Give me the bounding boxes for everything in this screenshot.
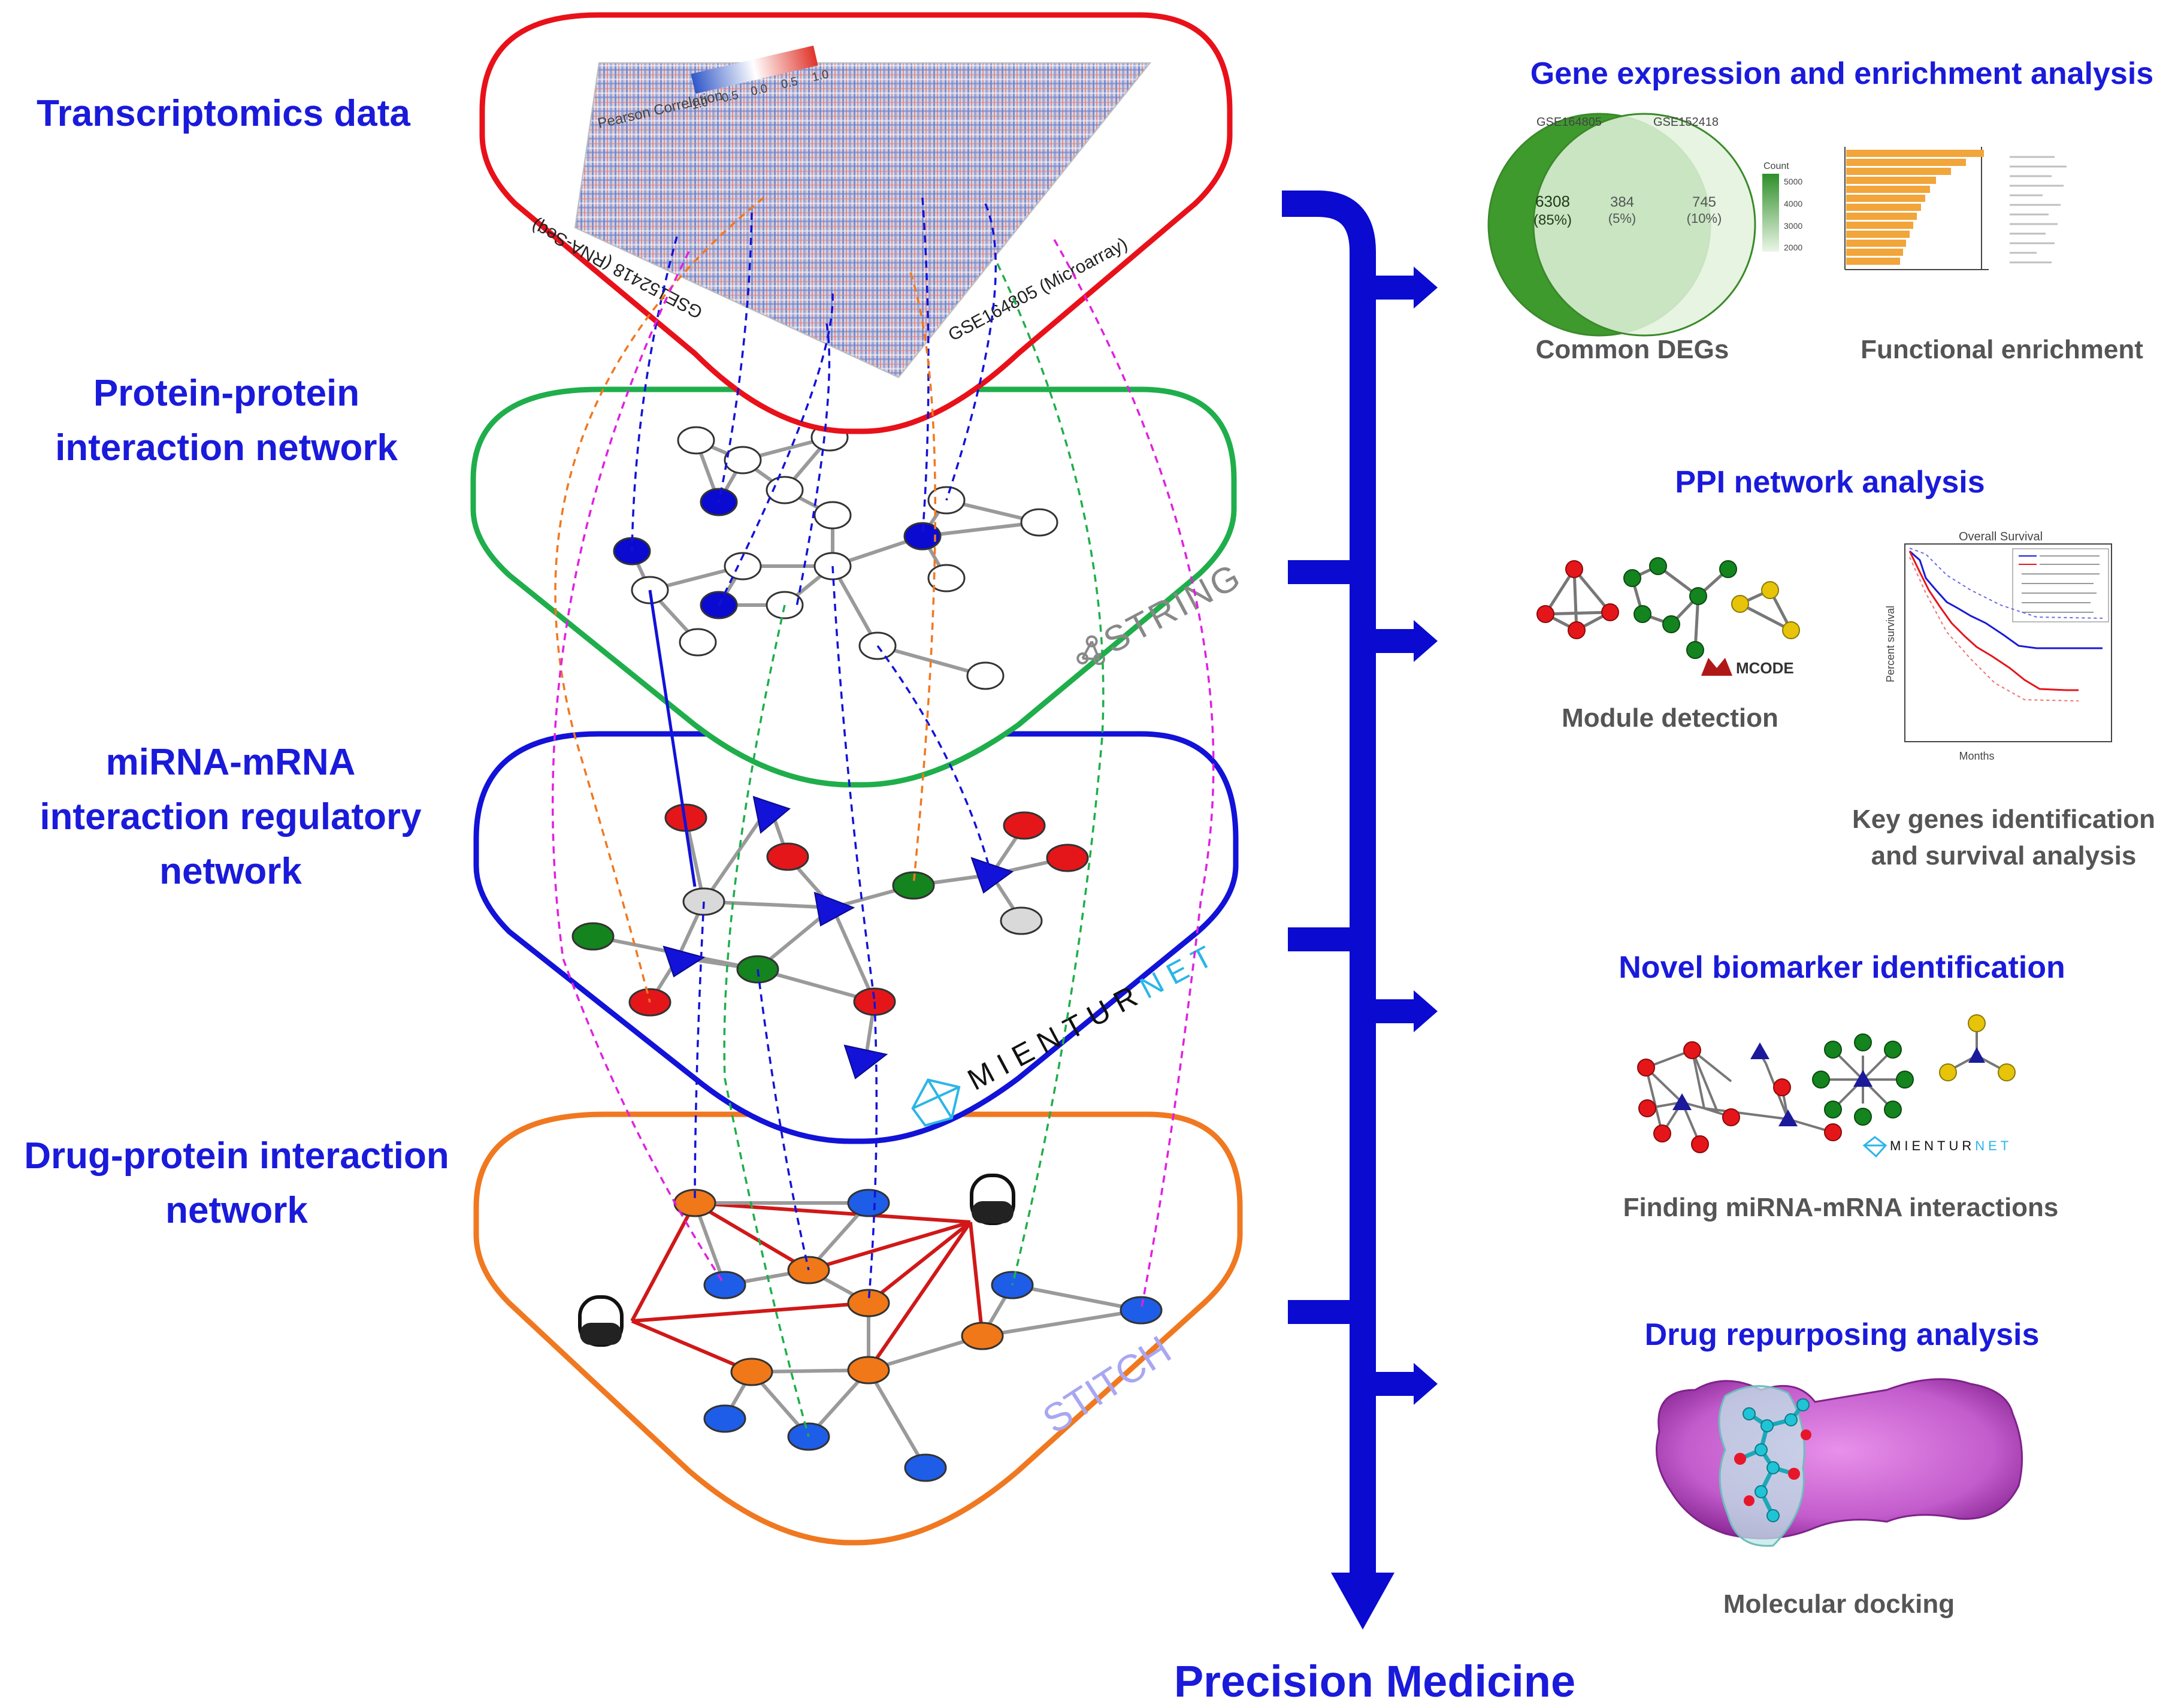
venn-scale-title: Count: [1763, 161, 1789, 171]
mcode-logo: MCODE: [1701, 658, 1794, 677]
layer-transcriptomics: Pearson Correlation -1.0 -0.5 0.0 0.5 1.…: [479, 12, 1233, 434]
mcode-logo-icon: [1701, 658, 1732, 676]
venn-mid-count: 384: [1610, 194, 1634, 210]
venn-mid-pct: (5%): [1608, 211, 1636, 226]
precision-medicine-title: Precision Medicine: [1174, 1656, 1575, 1706]
biomarker-mienturnet-logo: MIENTURNET: [1862, 1136, 2012, 1158]
mienturnet-logo-icon: [911, 1078, 961, 1127]
venn-left-pct: (85%): [1533, 212, 1572, 228]
venn-left-set-label: GSE164805: [1536, 116, 1602, 129]
layer-mienturnet: MIENTURNET: [473, 731, 1239, 1144]
module-green: [1623, 557, 1737, 659]
caption-key-genes-line1: Key genes identification: [1852, 805, 2155, 834]
label-transcriptomics: Transcriptomics data: [37, 93, 410, 134]
survival-xlabel: Months: [1959, 750, 1994, 762]
mcode-logo-text: MCODE: [1736, 659, 1794, 677]
venn-diagram: GSE164805 GSE152418 6308 (85%) 384 (5%) …: [1487, 113, 1802, 337]
venn-right-set-label: GSE152418: [1653, 116, 1719, 129]
cross-layer-connectors: [551, 197, 1215, 1437]
caption-key-genes-line2: and survival analysis: [1871, 841, 2137, 870]
heatmap-legend-bar: [691, 46, 818, 94]
venn-right-pct: (10%): [1687, 211, 1722, 226]
layer-string: STRING: [470, 386, 1248, 788]
biomarker-mirna-triangles: [1672, 1042, 1985, 1126]
layer-string-frame: [470, 386, 1237, 788]
drug-capsule-icon: [970, 1174, 1015, 1225]
string-logo-icon: [1076, 635, 1105, 666]
section-ppi-analysis: PPI network analysis: [1536, 465, 2155, 870]
biomarker-mrna-nodes: [1637, 1041, 1842, 1153]
biomarker-mienturnet-logo-text: MIENTURNET: [1890, 1138, 2012, 1153]
section-gene-expression-title: Gene expression and enrichment analysis: [1530, 56, 2153, 91]
survival-ylabel: Percent survival: [1884, 606, 1896, 682]
caption-functional-enrichment: Functional enrichment: [1861, 335, 2143, 364]
venn-right-count: 745: [1692, 194, 1716, 210]
module-red: [1536, 560, 1619, 639]
direct-link: [648, 590, 697, 887]
section-biomarker: Novel biomarker identification: [1619, 950, 2065, 1222]
string-nodes: [613, 423, 1058, 690]
biomarker-yellow-nodes: [1939, 1014, 2016, 1081]
section-drug-repurposing: Drug repurposing analysis Molecular dock: [1645, 1317, 2040, 1619]
caption-molecular-docking: Molecular docking: [1723, 1589, 1955, 1619]
section-biomarker-title: Novel biomarker identification: [1619, 950, 2065, 985]
venn-color-scale: [1762, 174, 1779, 252]
stitch-nodes: [673, 1189, 1163, 1482]
module-yellow: [1731, 581, 1800, 639]
label-mirna-line3: network: [159, 851, 302, 892]
drug-capsule-icon: [578, 1295, 624, 1347]
label-drug-line1: Drug-protein interaction: [24, 1135, 449, 1177]
survival-plot: Overall Survival Percent survival Months: [1884, 530, 2112, 762]
survival-title: Overall Survival: [1959, 530, 2043, 543]
layer-mienturnet-frame: [473, 731, 1239, 1144]
section-gene-expression: Gene expression and enrichment analysis …: [1487, 56, 2153, 364]
venn-scale-tick: 5000: [1784, 177, 1802, 186]
section-drug-title: Drug repurposing analysis: [1645, 1317, 2040, 1352]
biomarker-green-nodes: [1812, 1033, 1914, 1126]
biomarker-mienturnet-logo-icon: [1862, 1136, 1887, 1158]
label-ppi-line2: interaction network: [55, 427, 398, 468]
caption-mirna-mrna: Finding miRNA-mRNA interactions: [1623, 1193, 2059, 1222]
venn-scale-tick: 4000: [1784, 199, 1802, 208]
caption-common-degs: Common DEGs: [1536, 335, 1729, 364]
drug-edges: [630, 1201, 984, 1374]
enrichment-bar-chart: [1844, 147, 2067, 270]
layer-stitch-frame: [473, 1111, 1243, 1546]
label-drug-line2: network: [165, 1190, 308, 1231]
caption-module-detection: Module detection: [1562, 703, 1778, 733]
section-ppi-title: PPI network analysis: [1675, 465, 1985, 500]
left-labels: Transcriptomics data Protein-protein int…: [24, 93, 449, 1231]
venn-scale-tick: 3000: [1784, 221, 1802, 231]
label-ppi-line1: Protein-protein: [93, 373, 359, 414]
molecular-docking-image: [1656, 1378, 2023, 1547]
venn-left-count: 6308: [1535, 192, 1570, 210]
label-mirna-line1: miRNA-mRNA: [106, 742, 356, 783]
main-flow-arrow: [1282, 191, 1438, 1630]
layer-stitch: STITCH: [473, 1111, 1243, 1546]
venn-scale-tick: 2000: [1784, 243, 1802, 252]
label-mirna-line2: interaction regulatory: [40, 796, 422, 838]
